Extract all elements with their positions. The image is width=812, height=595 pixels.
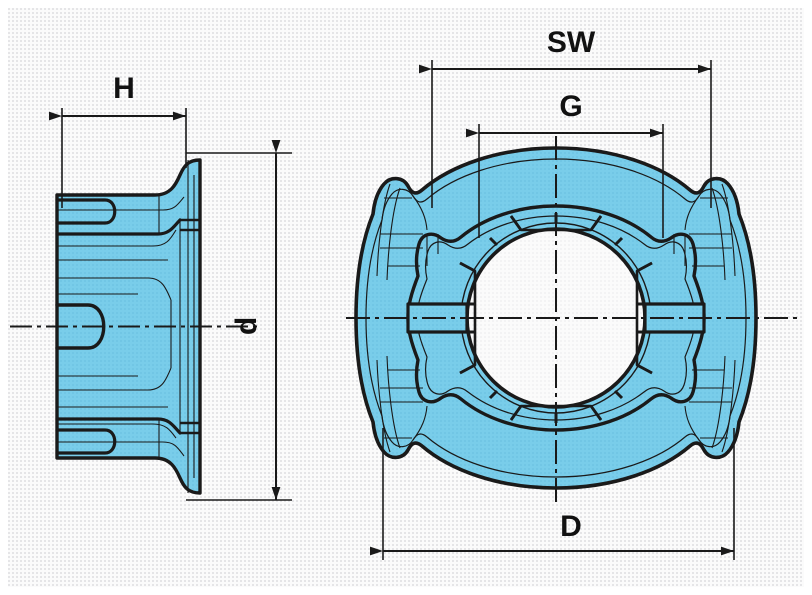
drawing-canvas: H d [8, 8, 804, 587]
side-view-flange-band [180, 218, 200, 435]
dim-d-label: d [230, 317, 263, 335]
side-view-spline-slot-top [55, 198, 117, 225]
dim-G-label: G [559, 90, 582, 123]
side-view-spline-slot-top-lower [55, 218, 182, 236]
front-view-lobe-detail-left [376, 183, 439, 453]
dimension-H: H [49, 72, 187, 208]
dim-D-label: D [560, 510, 582, 543]
dimension-d: d [186, 140, 292, 501]
dimension-G: G [466, 90, 664, 238]
cad-drawing-svg: H d [10, 26, 798, 560]
front-view-inner-cavity-outline [406, 204, 706, 432]
side-view-spline-slot-bottom-upper [55, 417, 182, 435]
dimension-SW: SW [419, 26, 712, 208]
dimension-D: D [370, 428, 735, 560]
dim-SW-label: SW [547, 26, 596, 59]
front-view-lobe-detail-right [673, 183, 736, 453]
side-section-view [10, 158, 258, 495]
front-view-outer-offset-contour [365, 158, 747, 478]
front-view [346, 136, 798, 506]
dim-H-label: H [113, 72, 135, 105]
